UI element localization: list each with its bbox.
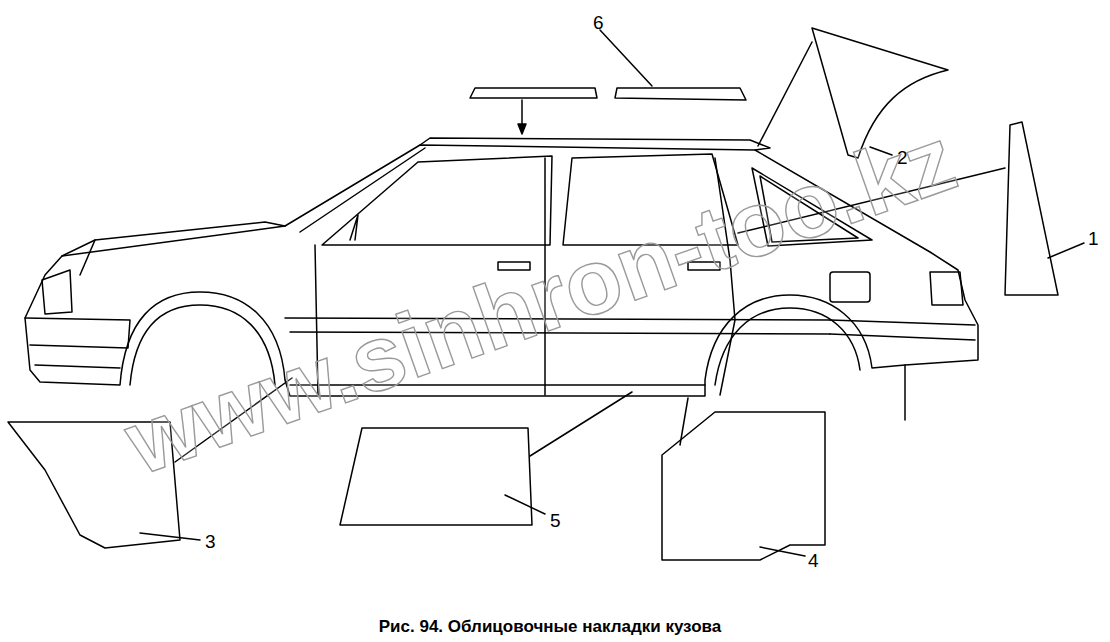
callout-number: 5 xyxy=(550,511,561,530)
callout-number: 4 xyxy=(808,551,819,570)
callout-number: 1 xyxy=(1088,229,1099,248)
callout-number: 3 xyxy=(205,532,216,551)
figure-caption: Рис. 94. Облицовочные накладки кузова xyxy=(379,618,721,635)
callout-number: 6 xyxy=(593,13,604,32)
